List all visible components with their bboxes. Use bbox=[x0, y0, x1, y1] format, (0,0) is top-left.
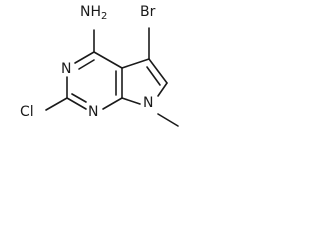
bond-c6-n7 bbox=[157, 82, 168, 97]
atom-label-pyrimidine-n-top: N bbox=[61, 61, 71, 77]
amine-subscript: 2 bbox=[101, 11, 107, 22]
bond-n1-c2 bbox=[66, 97, 87, 110]
atom-label-chlorine: Cl bbox=[20, 104, 34, 120]
atom-label-bromine: Br bbox=[140, 4, 156, 20]
bond-n7-c7a bbox=[121, 97, 141, 105]
atom-label-pyrrole-n: N bbox=[143, 95, 153, 111]
bond-c5-c6-inner bbox=[146, 66, 161, 86]
bond-n1-c2-inner bbox=[71, 93, 87, 103]
bond-c4-c4a bbox=[93, 51, 123, 69]
atom-label-pyrimidine-n-bottom: N bbox=[88, 104, 98, 120]
bond-c2-cl bbox=[45, 97, 68, 111]
chemical-structure-diagram: NH2 Br N N Cl N bbox=[20, 4, 179, 127]
bond-n3-c4 bbox=[74, 51, 95, 64]
bond-c7a-n1 bbox=[102, 97, 123, 110]
bond-c4a-c5 bbox=[121, 58, 150, 69]
atom-label-amine: NH2 bbox=[80, 4, 107, 22]
bond-c5-c6 bbox=[148, 58, 168, 84]
bond-n3-c4-inner bbox=[78, 59, 95, 70]
bond-n7-methyl bbox=[157, 113, 179, 127]
